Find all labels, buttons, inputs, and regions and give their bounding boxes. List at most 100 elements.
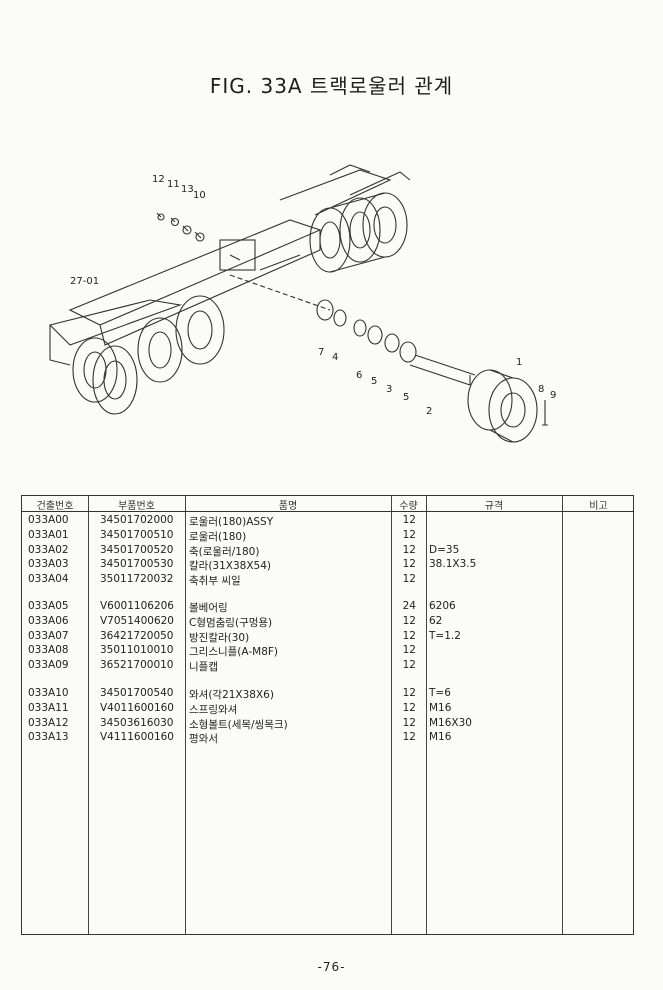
quantity: 12 — [402, 629, 416, 642]
item-no: 033A08 — [28, 644, 69, 657]
header-qty: 수량 — [399, 501, 418, 512]
callout-5b: 5 — [403, 392, 409, 403]
specification: M16 — [429, 731, 452, 744]
item-no: 033A10 — [28, 687, 69, 699]
table-row: 033A13 V4111600160 평와서 12 M16 — [22, 731, 633, 746]
quantity: 12 — [402, 687, 416, 699]
part-number: 36521700010 — [100, 659, 174, 672]
item-no: 033A12 — [28, 716, 69, 729]
part-number: 34501702000 — [100, 514, 174, 526]
part-name: 소형볼트(세목/씽목크) — [189, 718, 288, 731]
quantity: 12 — [402, 659, 416, 672]
quantity: 12 — [402, 731, 416, 744]
item-no: 033A07 — [28, 629, 69, 642]
part-number: V4011600160 — [100, 701, 174, 714]
part-name: 로울러(180)ASSY — [189, 516, 274, 528]
table-row: 033A00 34501702000 로울러(180)ASSY 12 — [22, 514, 633, 529]
specification: 6206 — [429, 600, 456, 612]
part-number: 36421720050 — [100, 629, 174, 642]
part-number: V7051400620 — [100, 614, 174, 627]
quantity: 12 — [402, 514, 416, 526]
callout-12: 12 — [152, 174, 165, 185]
callout-4: 4 — [332, 352, 338, 363]
column-divider — [185, 496, 186, 934]
page-title: FIG. 33A 트랙로울러 관계 — [209, 74, 454, 98]
header-item-no: 건출번호 — [36, 501, 74, 512]
specification: T=1.2 — [429, 629, 461, 642]
item-no: 033A02 — [28, 543, 69, 556]
column-divider — [391, 496, 392, 934]
item-no: 033A06 — [28, 614, 69, 627]
part-name: 스프링와셔 — [189, 703, 238, 716]
part-number: 34501700520 — [100, 543, 174, 556]
parts-table: 건출번호 부품번호 품명 수량 규격 비고 033A00 34501702000 로… — [21, 495, 634, 935]
part-name: 칼라(31X38X54) — [189, 560, 271, 573]
callout-7: 7 — [318, 347, 324, 358]
callout-5a: 5 — [371, 376, 377, 387]
table-row: 033A09 36521700010 니플캡 12 — [22, 659, 633, 674]
quantity: 12 — [402, 558, 416, 571]
table-row: 033A01 34501700510 로울러(180) 12 — [22, 529, 633, 544]
quantity: 12 — [402, 716, 416, 729]
callout-9: 9 — [550, 390, 556, 401]
part-number: 34501700530 — [100, 558, 174, 571]
item-no: 033A04 — [28, 573, 69, 586]
item-no: 033A09 — [28, 659, 69, 672]
part-number: 35011010010 — [100, 644, 174, 657]
part-name: 와셔(각21X38X6) — [189, 689, 274, 701]
part-number: 34503616030 — [100, 716, 174, 729]
table-row: 033A10 34501700540 와셔(각21X38X6) 12 T=6 — [22, 687, 633, 702]
quantity: 12 — [402, 528, 416, 541]
specification: 62 — [429, 614, 443, 627]
quantity: 24 — [402, 600, 416, 612]
item-no: 033A00 — [28, 514, 69, 526]
table-row: 033A05 V6001106206 볼베어링 24 6206 — [22, 600, 633, 615]
callout-13: 13 — [181, 184, 194, 195]
part-name: 축취부 씨일 — [189, 575, 241, 588]
callout-27-01: 27-01 — [70, 276, 99, 287]
header-remarks: 비고 — [589, 501, 608, 512]
callout-10: 10 — [193, 190, 206, 201]
callout-3: 3 — [386, 384, 392, 395]
part-number: V6001106206 — [100, 600, 174, 612]
item-no: 033A03 — [28, 558, 69, 571]
part-name: 방진칼라(30) — [189, 631, 250, 644]
callout-1: 1 — [516, 357, 522, 368]
part-name: 평와서 — [189, 733, 218, 746]
column-divider — [88, 496, 89, 934]
specification: T=6 — [429, 687, 451, 699]
part-name: C형멈춤링(구멍용) — [189, 616, 273, 629]
table-header: 건출번호 부품번호 품명 수량 규격 비고 — [22, 496, 633, 512]
specification: D=35 — [429, 543, 460, 556]
quantity: 12 — [402, 573, 416, 586]
part-name: 니플캡 — [189, 661, 218, 674]
part-name: 그리스니플(A-M8F) — [189, 646, 279, 659]
page-number: -76- — [317, 960, 346, 974]
column-divider — [562, 496, 563, 934]
callout-2: 2 — [426, 406, 432, 417]
part-number: 34501700510 — [100, 528, 174, 541]
callout-8: 8 — [538, 384, 544, 395]
part-name: 로울러(180) — [189, 530, 247, 543]
item-no: 033A11 — [28, 701, 69, 714]
part-number: 34501700540 — [100, 687, 174, 699]
item-no: 033A01 — [28, 528, 69, 541]
column-divider — [426, 496, 427, 934]
item-no: 033A05 — [28, 600, 69, 612]
specification: 38.1X3.5 — [429, 558, 477, 571]
header-part-name: 품명 — [278, 501, 298, 512]
callout-6: 6 — [356, 370, 362, 381]
quantity: 12 — [402, 543, 416, 556]
callout-11: 11 — [167, 179, 180, 190]
part-number: V4111600160 — [100, 731, 174, 744]
part-name: 볼베어링 — [189, 602, 228, 614]
table-row: 033A03 34501700530 칼라(31X38X54) 12 38.1X3.5 — [22, 558, 633, 573]
item-no: 033A13 — [28, 731, 69, 744]
header-spec: 규격 — [484, 501, 504, 512]
